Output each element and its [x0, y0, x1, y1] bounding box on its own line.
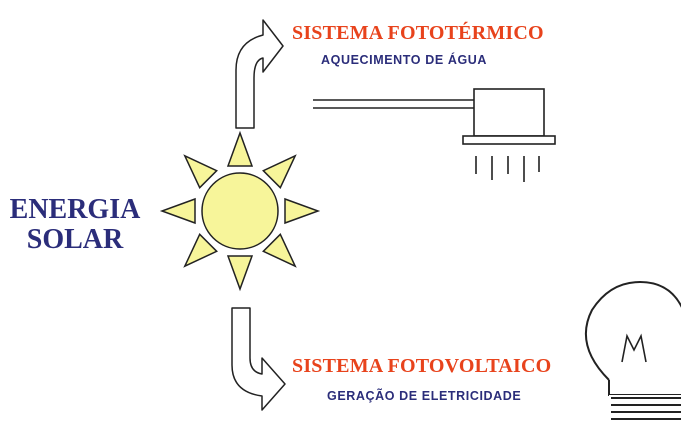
sun-ray [262, 233, 297, 268]
fotovoltaico-title: SISTEMA FOTOVOLTAICO [292, 355, 552, 377]
energia-solar-line2: SOLAR [26, 224, 124, 255]
sun-ray [262, 154, 297, 189]
sun-ray [226, 255, 254, 292]
sun-ray [284, 197, 321, 225]
sun-ray [183, 154, 218, 189]
fotovoltaico-subtitle: GERAÇÃO DE ELETRICIDADE [327, 389, 522, 403]
energia-solar-label: ENERGIA SOLAR [0, 195, 150, 255]
sun-icon [159, 130, 321, 292]
sun-ray [226, 130, 254, 167]
sun-ray [159, 197, 196, 225]
light-bulb-icon [584, 280, 681, 423]
fototermico-subtitle: AQUECIMENTO DE ÁGUA [321, 53, 488, 67]
sun-ray [183, 233, 218, 268]
arrow-down-curved [231, 307, 286, 411]
energia-solar-line1: ENERGIA [9, 194, 141, 225]
sun-disc [201, 172, 279, 250]
arrow-up-curved [235, 19, 284, 129]
shower-head-icon [313, 88, 556, 182]
fototermico-title: SISTEMA FOTOTÉRMICO [292, 22, 544, 44]
